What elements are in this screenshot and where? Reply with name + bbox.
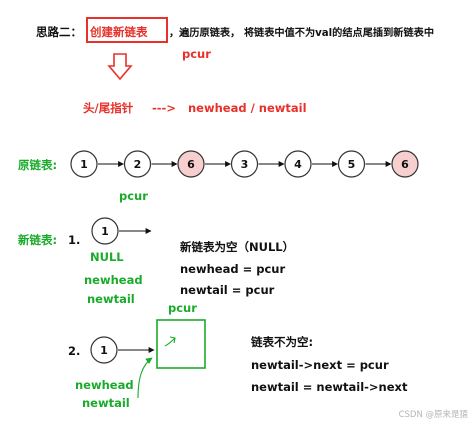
idea-boxed-text: 创建新链表 [89,25,148,39]
original-list-nodes: 1 2 6 3 4 5 6 [70,150,419,178]
pointers-arrow: ---> [152,101,176,115]
idea-suffix: ，遍历原链表， 将链表中值不为val的结点尾插到新链表中 [169,26,434,39]
original-node-7 [391,150,419,178]
step2-pcur-hook-head [169,336,176,344]
pointers-names: newhead / newtail [188,101,307,115]
down-arrow-icon [107,53,133,81]
idea-prefix: 思路二： [36,25,82,39]
original-node-value: 3 [241,158,249,171]
step2-newhead-label: newhead [75,378,134,392]
step2-number: 2. [68,344,80,358]
original-node-value: 5 [348,158,356,171]
original-node-6 [337,150,366,178]
idea-highlight-box [86,17,168,43]
original-node-4 [230,150,259,178]
step2-code-line-1: newtail->next = pcur [251,358,389,372]
step2-pcur-hook [164,337,176,347]
step2-pcur-box [156,319,206,369]
step2-node-value: 1 [100,344,108,357]
original-node-value: 1 [80,158,88,171]
idea-pcur-label: pcur [182,47,211,61]
original-list-label: 原链表: [18,158,57,172]
step1-code-line-2: newtail = pcur [180,283,275,297]
step2-curved-arrow [137,357,153,399]
new-list-label: 新链表: [18,233,57,247]
original-node-value: 2 [134,158,142,171]
pointers-label: 头/尾指针 [83,101,134,115]
step1-null-label: NULL [90,250,124,264]
step2-pcur-label: pcur [168,301,197,315]
step2-desc-title: 链表不为空: [251,335,313,349]
original-node-3 [177,150,205,178]
original-node-2 [123,150,152,178]
original-node-1 [70,150,98,178]
original-node-value: 6 [401,158,409,171]
original-node-value: 4 [294,158,302,171]
step2-node [90,336,118,364]
original-node-value: 6 [187,158,195,171]
step1-code-line-1: newhead = pcur [180,262,285,276]
step1-newtail-label: newtail [87,292,135,306]
step1-number: 1. [68,233,80,247]
step2-code-line-2: newtail = newtail->next [251,380,408,394]
step1-newhead-label: newhead [84,273,143,287]
original-pcur-label: pcur [119,189,148,203]
original-node-5 [284,150,312,178]
step1-desc-title: 新链表为空（NULL） [180,240,294,254]
watermark: CSDN @原来是猿 [399,409,469,420]
step1-node-value: 1 [101,225,109,238]
step2-newtail-label: newtail [82,396,130,410]
step1-node [91,217,119,245]
